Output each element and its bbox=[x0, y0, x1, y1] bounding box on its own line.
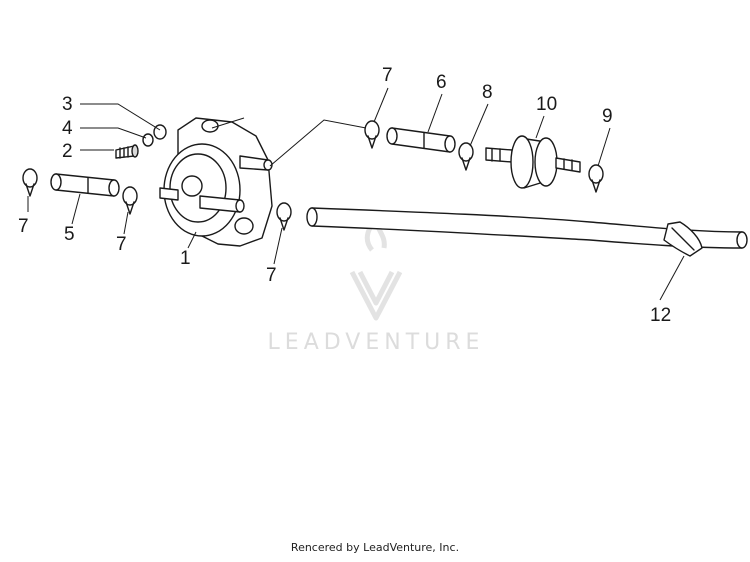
callout-3: 3 bbox=[62, 94, 73, 115]
callout-1: 1 bbox=[180, 248, 191, 269]
callout-12: 12 bbox=[650, 305, 671, 326]
hose-clamp-7-lower[interactable] bbox=[276, 202, 292, 231]
mounting-screw[interactable] bbox=[115, 144, 139, 159]
callout-7-lower: 7 bbox=[266, 265, 277, 286]
lock-washer[interactable] bbox=[142, 133, 154, 147]
hose-clamp-7-upper[interactable] bbox=[364, 120, 380, 149]
callout-6: 6 bbox=[436, 72, 447, 93]
callout-7-left: 7 bbox=[18, 216, 29, 237]
callout-7-upper: 7 bbox=[382, 65, 393, 86]
leadventure-watermark-logo bbox=[349, 217, 403, 321]
watermark-text: LEADVENTURE bbox=[268, 330, 485, 355]
leader-lines bbox=[27, 87, 685, 301]
hose-clamp-9[interactable] bbox=[588, 164, 604, 193]
fuel-pump[interactable] bbox=[159, 117, 273, 247]
hose-clamp-8[interactable] bbox=[458, 142, 474, 171]
hose-clamp-7-mid[interactable] bbox=[122, 186, 138, 215]
callout-4: 4 bbox=[62, 118, 73, 139]
fuel-filter[interactable] bbox=[485, 135, 581, 189]
callout-7-mid: 7 bbox=[116, 234, 127, 255]
hose-clamp-7-left[interactable] bbox=[22, 168, 38, 197]
footer-credit: Rencered by LeadVenture, Inc. bbox=[290, 541, 460, 554]
short-hose-5[interactable] bbox=[50, 173, 120, 197]
hose-clip-12[interactable] bbox=[663, 221, 703, 257]
callout-2: 2 bbox=[62, 141, 73, 162]
short-hose-6[interactable] bbox=[386, 127, 456, 153]
callout-5: 5 bbox=[64, 224, 75, 245]
callout-8: 8 bbox=[482, 82, 493, 103]
callout-10: 10 bbox=[536, 94, 557, 115]
callout-9: 9 bbox=[602, 106, 613, 127]
fuel-hose[interactable] bbox=[306, 207, 748, 249]
